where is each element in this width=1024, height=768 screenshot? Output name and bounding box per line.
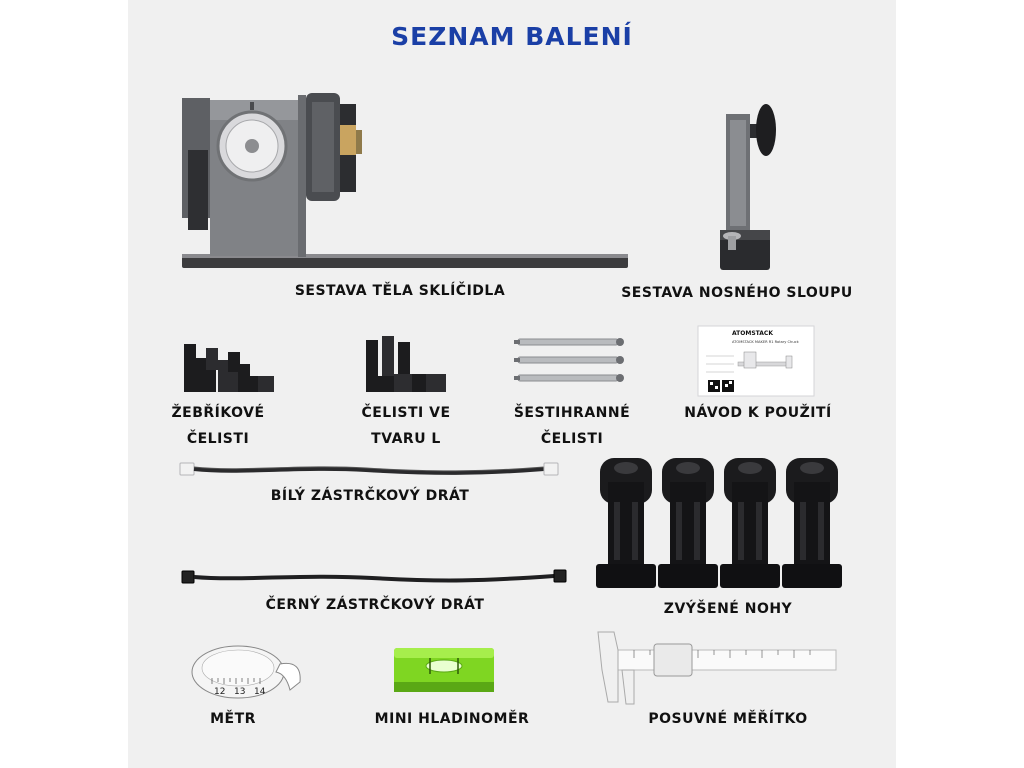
tape-number-1: 12 [214, 687, 225, 697]
black-cable-image [181, 568, 567, 588]
chuck-body-image [180, 90, 630, 272]
tape-number-3: 14 [254, 687, 266, 697]
manual-label: NÁVOD K POUŽITÍ [684, 405, 832, 421]
caliper-label: POSUVNÉ MĚŘÍTKO [648, 711, 808, 727]
packing-list-card: SEZNAM BALENÍ SESTAVA TĚLA SKLÍČIDLA [128, 0, 896, 768]
support-column-image [714, 98, 784, 272]
hex-jaws-image [514, 336, 630, 388]
ladder-jaws-image [182, 340, 274, 392]
mini-level-image [392, 644, 498, 696]
black-cable-label: ČERNÝ ZÁSTRČKOVÝ DRÁT [265, 597, 485, 613]
l-jaws-image [364, 336, 448, 392]
caliper-image [594, 628, 840, 708]
page-title: SEZNAM BALENÍ [391, 22, 633, 51]
manual-subtitle-text: ATOMSTACK MAKER R1 Rotary Chuck [732, 340, 800, 344]
raised-feet-label: ZVÝŠENÉ NOHY [663, 601, 793, 617]
mini-level-label: MINI HLADINOMĚR [374, 711, 530, 727]
tape-measure-image: 12 13 14 [190, 638, 304, 702]
raised-feet-image [594, 452, 850, 590]
manual-image: ATOMSTACK ATOMSTACK MAKER R1 Rotary Chuc… [697, 325, 815, 397]
manual-brand-text: ATOMSTACK [732, 330, 773, 337]
white-cable-image [179, 460, 559, 480]
white-cable-label: BÍLÝ ZÁSTRČKOVÝ DRÁT [270, 488, 470, 504]
tape-number-2: 13 [234, 687, 245, 697]
chuck-body-label: SESTAVA TĚLA SKLÍČIDLA [294, 283, 506, 299]
support-column-label: SESTAVA NOSNÉHO SLOUPU [621, 285, 853, 301]
tape-measure-label: MĚTR [210, 711, 256, 727]
